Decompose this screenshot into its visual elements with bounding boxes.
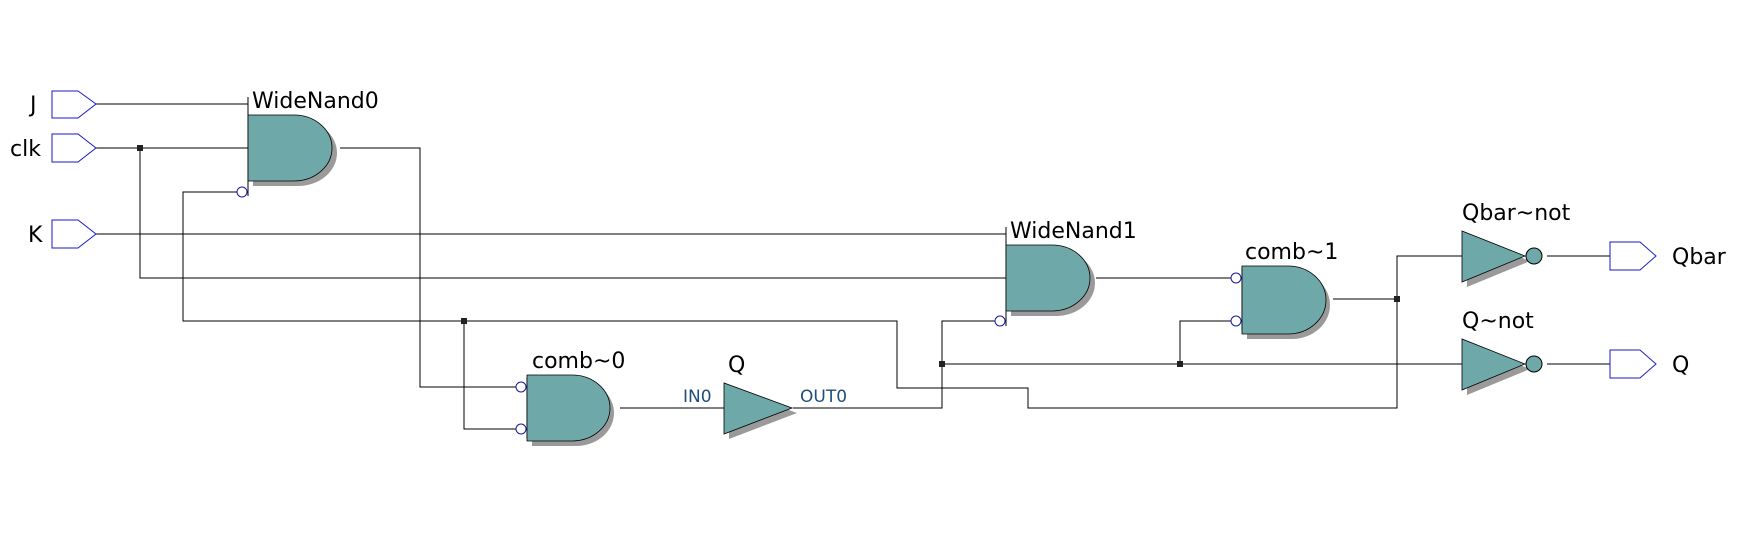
input-port-k[interactable]: K: [28, 219, 97, 249]
q-not-label: Q~not: [1462, 309, 1534, 334]
widenand0-input-bubble: [236, 186, 248, 198]
qbar-not-label: Qbar~not: [1462, 201, 1571, 226]
junction-clk: [137, 145, 143, 151]
output-port-qbar-shape: [1609, 241, 1657, 271]
input-label-clk: clk: [10, 137, 41, 162]
gate-q-buffer[interactable]: Q IN0 OUT0: [683, 353, 847, 439]
q-not-body: [1461, 338, 1527, 391]
wire-clk-branch: [139, 148, 1006, 279]
widenand0-body: [247, 114, 333, 182]
gate-comb0[interactable]: comb~0: [515, 349, 625, 446]
gate-widenand0[interactable]: WideNand0: [236, 89, 379, 198]
comb0-label: comb~0: [532, 349, 625, 374]
qbar-not-body: [1461, 230, 1527, 283]
gate-widenand1[interactable]: WideNand1: [994, 219, 1137, 327]
wire-comb1-b: [1179, 320, 1231, 364]
comb1-input-bubble-b: [1230, 315, 1242, 327]
junction-q-net: [939, 361, 945, 367]
comb1-input-bubble-a: [1230, 272, 1242, 284]
q-buffer-label: Q: [728, 353, 745, 378]
input-port-k-shape: [51, 219, 97, 249]
input-label-k: K: [28, 223, 43, 248]
junction-comb1-b: [1177, 361, 1183, 367]
comb1-label: comb~1: [1245, 240, 1338, 265]
junction-feedback: [461, 318, 467, 324]
gate-comb1[interactable]: comb~1: [1230, 240, 1338, 339]
comb0-input-bubble-a: [515, 381, 527, 393]
gate-q-not[interactable]: Q~not: [1461, 309, 1543, 395]
input-port-j[interactable]: J: [28, 90, 97, 119]
input-label-j: J: [28, 93, 37, 118]
junction-comb1-out: [1394, 296, 1400, 302]
wire-comb0-b: [463, 321, 521, 430]
comb0-body: [526, 374, 611, 442]
widenand1-input-bubble: [994, 315, 1006, 327]
q-buffer-body: [723, 382, 794, 435]
comb1-body: [1241, 265, 1327, 335]
q-buffer-pin-in0: IN0: [683, 387, 712, 407]
output-port-q[interactable]: Q: [1609, 349, 1689, 379]
comb0-input-bubble-b: [515, 423, 527, 435]
qbar-not-output-bubble: [1525, 247, 1543, 265]
gate-qbar-not[interactable]: Qbar~not: [1461, 201, 1571, 287]
junctions: [137, 145, 1400, 367]
wire-qbar-feedback: [182, 191, 1462, 409]
widenand1-body: [1005, 244, 1091, 312]
output-label-qbar: Qbar: [1672, 245, 1727, 270]
input-port-clk-shape: [51, 133, 97, 163]
input-port-clk[interactable]: clk: [10, 133, 97, 163]
widenand0-label: WideNand0: [252, 89, 379, 114]
input-port-j-shape: [51, 90, 97, 119]
wires: [88, 103, 1612, 430]
widenand1-label: WideNand1: [1010, 219, 1137, 244]
output-label-q: Q: [1672, 353, 1689, 378]
q-not-output-bubble: [1525, 355, 1543, 373]
output-port-qbar[interactable]: Qbar: [1609, 241, 1727, 271]
q-buffer-pin-out0: OUT0: [800, 387, 847, 407]
output-port-q-shape: [1609, 349, 1657, 379]
wire-nand0-out: [340, 147, 521, 388]
